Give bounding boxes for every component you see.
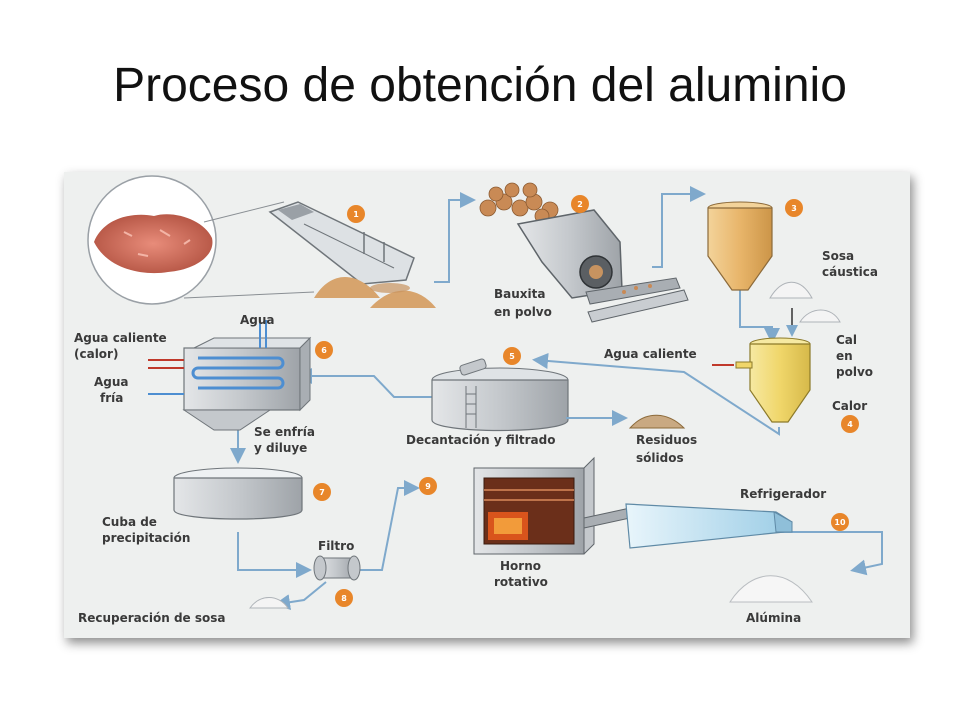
label-refrigerador: Refrigerador: [740, 487, 826, 501]
label-caustica: cáustica: [822, 265, 878, 279]
label-en: en: [836, 349, 853, 363]
process-diagram: 1 2 Bauxita en polvo 3 Sosa cáustica Agu…: [64, 172, 910, 638]
step-badge-5: [503, 347, 521, 365]
label-precipitacion: precipitación: [102, 531, 190, 545]
step-number-2: 2: [577, 200, 583, 209]
soda-pile-icon: [769, 281, 813, 299]
label-residuos: Residuos: [636, 433, 697, 447]
label-agua-caliente-right: Agua caliente: [604, 347, 697, 361]
step-number-7: 7: [319, 488, 325, 497]
step-badge-7: [313, 483, 331, 501]
step-number-5: 5: [509, 352, 515, 361]
label-agua-caliente-left: Agua caliente: [74, 331, 167, 345]
bauxite-pebbles: [479, 182, 559, 224]
filter-icon: [313, 555, 361, 581]
step-number-6: 6: [321, 346, 327, 355]
hopper-tank-icon: [707, 201, 773, 291]
step-badge-4: [841, 415, 859, 433]
recovered-soda-pile: [249, 597, 289, 609]
step-number-4: 4: [847, 420, 853, 429]
process-diagram-svg: 1 2 Bauxita en polvo 3 Sosa cáustica Agu…: [74, 175, 883, 625]
step-badge-10: [831, 513, 849, 531]
step-number-8: 8: [341, 594, 347, 603]
label-horno: Horno: [500, 559, 541, 573]
label-decantacion: Decantación y filtrado: [406, 433, 555, 447]
label-calor: Calor: [832, 399, 867, 413]
label-agua-fria-2: fría: [100, 391, 123, 405]
slide-title: Proceso de obtención del aluminio: [113, 59, 847, 112]
precipitation-tank-icon: [173, 467, 303, 520]
label-agua-fria-1: Agua: [94, 375, 129, 389]
step-number-1: 1: [353, 210, 359, 219]
step-badge-2: [571, 195, 589, 213]
label-en-polvo: en polvo: [494, 305, 552, 319]
step-number-10: 10: [834, 518, 846, 527]
label-rotativo: rotativo: [494, 575, 548, 589]
step-badge-9: [419, 477, 437, 495]
label-alumina: Alúmina: [746, 611, 801, 625]
label-y-diluye: y diluye: [254, 441, 307, 455]
step-badge-8: [335, 589, 353, 607]
cargo-ship-icon: [268, 201, 436, 308]
alumina-pile: [729, 575, 813, 603]
label-polvo: polvo: [836, 365, 873, 379]
label-sosa: Sosa: [822, 249, 854, 263]
digester-tank-icon: [735, 309, 841, 423]
step-badge-1: [347, 205, 365, 223]
heat-exchanger-icon: [148, 320, 312, 431]
decantation-tank-icon: [431, 358, 686, 432]
step-badge-6: [315, 341, 333, 359]
bauxite-ore-illustration: [87, 175, 315, 305]
crusher-mill-icon: [516, 209, 689, 323]
label-agua: Agua: [240, 313, 275, 327]
label-se-enfria: Se enfría: [254, 425, 315, 439]
step-number-9: 9: [425, 482, 431, 491]
label-filtro: Filtro: [318, 539, 354, 553]
label-recuperacion: Recuperación de sosa: [78, 611, 226, 625]
rotary-kiln-icon: [473, 456, 631, 555]
step-number-3: 3: [791, 204, 797, 213]
label-calor-paren: (calor): [74, 347, 118, 361]
label-solidos: sólidos: [636, 451, 684, 465]
step-badge-3: [785, 199, 803, 217]
label-cal: Cal: [836, 333, 857, 347]
label-cuba-de: Cuba de: [102, 515, 157, 529]
cooler-icon: [625, 503, 793, 549]
label-bauxita: Bauxita: [494, 287, 545, 301]
